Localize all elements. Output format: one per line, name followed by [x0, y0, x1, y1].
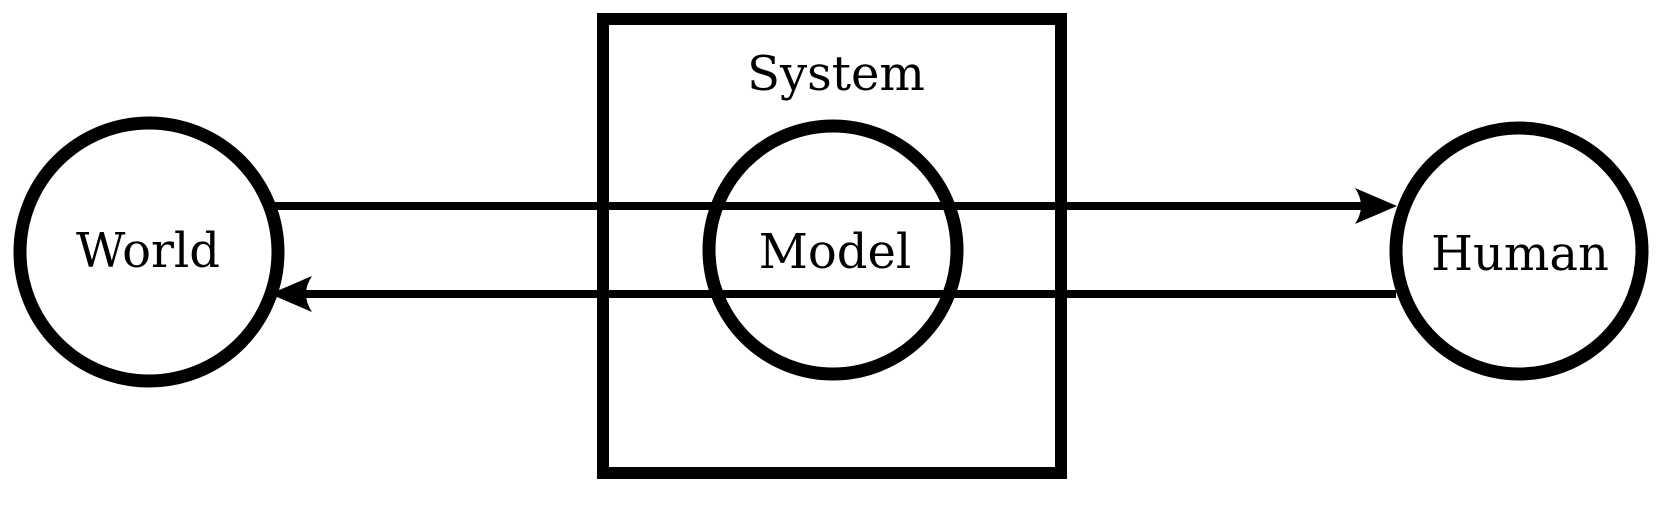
- model-label: Model: [759, 224, 912, 280]
- world-node: [13, 116, 285, 388]
- human-label: Human: [1431, 226, 1609, 282]
- world-label: World: [76, 223, 220, 279]
- arrowhead-right-icon: [1355, 188, 1397, 224]
- human-node: [1389, 121, 1649, 381]
- arrowhead-left-icon: [270, 276, 312, 312]
- model-node: [702, 119, 964, 381]
- system-box: [597, 13, 1067, 479]
- system-label: System: [747, 46, 925, 102]
